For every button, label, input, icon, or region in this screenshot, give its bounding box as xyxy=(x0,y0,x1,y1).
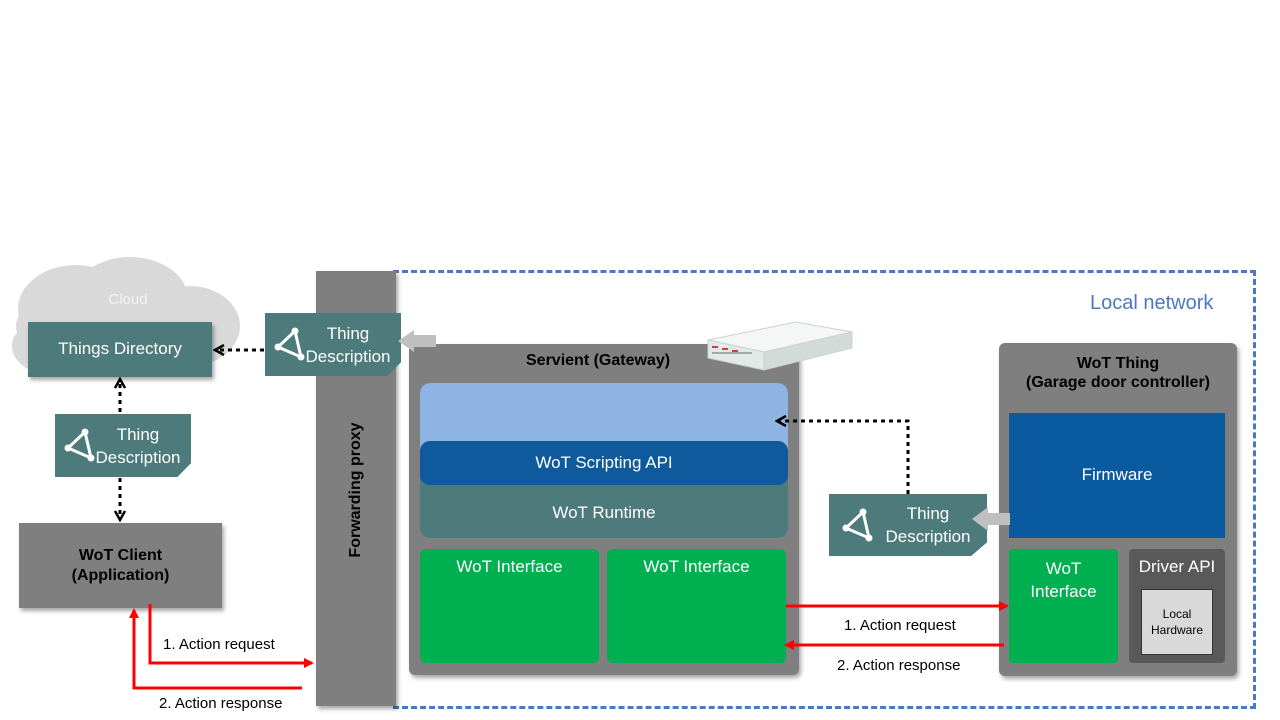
wot-thing-title: WoT Thing (Garage door controller) xyxy=(1025,354,1211,391)
gray-arrow-to-td xyxy=(972,507,1010,531)
servient-wot-interface-2: WoT Interface xyxy=(607,549,786,663)
client-action-request-label: 1. Action request xyxy=(163,636,275,653)
client-action-response-arrow xyxy=(129,608,302,690)
local-hardware: Local Hardware xyxy=(1141,589,1213,655)
things-directory: Things Directory xyxy=(28,322,212,377)
servient-stack: WoT Scripting API WoT Runtime xyxy=(420,383,788,538)
local-network-label: Local network xyxy=(1090,292,1214,314)
td-to-servient-arrow xyxy=(778,421,910,494)
thing-description-icon xyxy=(842,508,873,542)
firmware: Firmware xyxy=(1009,413,1225,538)
thing-description-label: Thing Description xyxy=(95,424,181,467)
gray-arrow-to-proxy xyxy=(398,330,436,352)
driver-api: Driver API Local Hardware xyxy=(1129,549,1225,663)
wot-interface-label: WoT Interface xyxy=(643,557,750,576)
thing-description-icon xyxy=(64,428,95,462)
thing-description-proxy: Thing Description xyxy=(265,313,401,376)
servient-title: Servient (Gateway) xyxy=(526,352,671,369)
client-action-request-arrow xyxy=(148,604,314,668)
wot-thing-interface: WoT Interface xyxy=(1009,549,1118,663)
application-script-layer xyxy=(420,383,788,451)
wot-scripting-api: WoT Scripting API xyxy=(420,441,788,485)
thing-description-thing: Thing Description xyxy=(829,494,987,556)
thing-action-request-label: 1. Action request xyxy=(844,617,956,634)
wot-interface-label: WoT Interface xyxy=(1030,559,1097,601)
wot-client: WoT Client (Application) xyxy=(19,523,222,608)
client-action-response-label: 2. Action response xyxy=(159,695,283,712)
gateway-device-icon xyxy=(707,321,853,371)
thing-description-label: Thing Description xyxy=(885,504,971,546)
driver-api-label: Driver API xyxy=(1138,557,1216,576)
thing-description-client: Thing Description xyxy=(55,414,191,477)
servient-wot-interface-1: WoT Interface xyxy=(420,549,599,663)
thing-action-response-label: 2. Action response xyxy=(837,657,961,674)
thing-description-icon xyxy=(274,327,305,361)
wot-interface-label: WoT Interface xyxy=(456,557,563,576)
wot-runtime: WoT Runtime xyxy=(552,502,656,522)
cloud-label: Cloud xyxy=(108,291,148,308)
thing-description-label: Thing Description xyxy=(305,323,391,366)
